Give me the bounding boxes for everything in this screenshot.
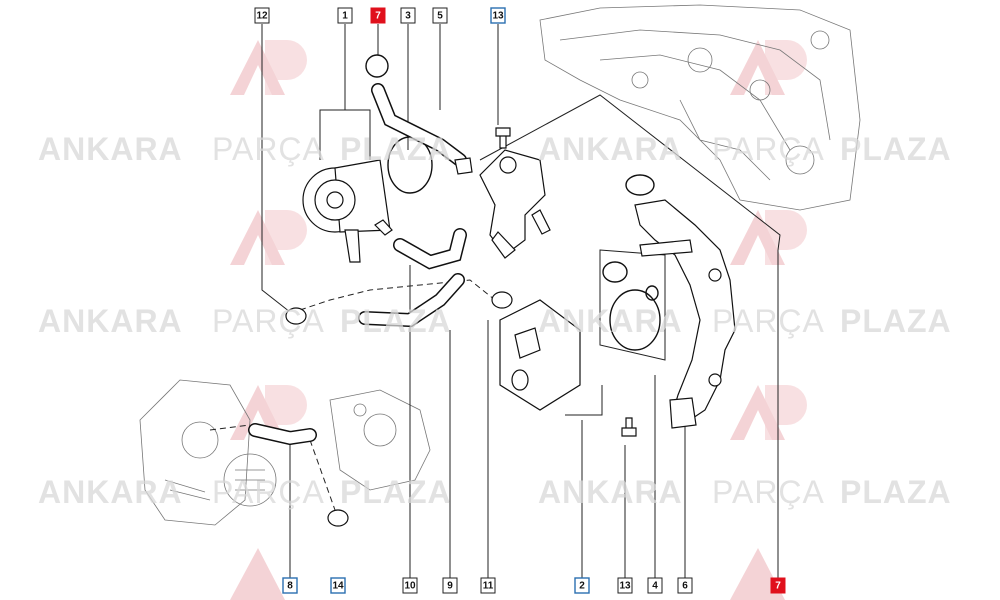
callout-label: 4 bbox=[652, 581, 658, 592]
callout-13: 13 bbox=[490, 7, 506, 24]
callouts-bottom: 8 14 10 9 11 2 13 4 6 7 bbox=[282, 577, 786, 594]
watermark-logo bbox=[230, 40, 307, 95]
watermark-logo bbox=[230, 548, 285, 600]
watermark-text: PLAZA bbox=[340, 303, 452, 339]
watermark-text: PARÇA bbox=[212, 131, 325, 167]
hose-clamp bbox=[491, 291, 513, 309]
oil-filter-bracket bbox=[634, 199, 736, 429]
coolant-housing bbox=[479, 149, 551, 259]
callout-label: 1 bbox=[342, 11, 348, 22]
watermark-logo bbox=[730, 210, 807, 265]
watermark-text: ANKARA bbox=[538, 131, 683, 167]
o-ring bbox=[625, 174, 655, 196]
watermark-text: ANKARA bbox=[538, 303, 683, 339]
callout-2: 2 bbox=[574, 577, 590, 594]
hose-clamp bbox=[327, 509, 349, 527]
callout-label: 10 bbox=[404, 581, 416, 592]
o-ring bbox=[609, 289, 661, 351]
hose-clamps bbox=[285, 291, 513, 527]
watermark-text-row: ANKARA PARÇA PLAZA ANKARA PARÇA PLAZA bbox=[38, 474, 952, 510]
callout-7: 7 bbox=[370, 7, 386, 24]
callouts-top: 12 1 7 3 5 13 bbox=[254, 7, 506, 24]
callout-3: 3 bbox=[400, 7, 416, 24]
watermark-logo bbox=[230, 210, 307, 265]
callout-13-bottom: 13 bbox=[617, 577, 633, 594]
engine-block-sketch bbox=[539, 4, 861, 211]
callout-12: 12 bbox=[254, 7, 270, 24]
watermark-text: PARÇA bbox=[212, 303, 325, 339]
callout-label: 11 bbox=[483, 581, 494, 592]
callout-11: 11 bbox=[480, 577, 496, 594]
o-rings bbox=[365, 54, 661, 351]
watermark-text: ANKARA bbox=[538, 474, 683, 510]
callout-label: 8 bbox=[287, 581, 293, 592]
watermark-text: PLAZA bbox=[840, 131, 952, 167]
callout-7-bottom: 7 bbox=[770, 577, 786, 594]
callout-label: 12 bbox=[256, 11, 268, 22]
watermark-text: ANKARA bbox=[38, 303, 183, 339]
o-ring bbox=[365, 54, 389, 78]
callout-9: 9 bbox=[442, 577, 458, 594]
watermark-text: PARÇA bbox=[212, 474, 325, 510]
o-ring bbox=[602, 261, 628, 283]
egr-module-sketch bbox=[139, 379, 431, 526]
watermark-text: PARÇA bbox=[712, 474, 825, 510]
watermark-text: PLAZA bbox=[840, 303, 952, 339]
callout-label: 7 bbox=[775, 581, 781, 592]
callout-label: 13 bbox=[492, 11, 504, 22]
watermark-text-row: ANKARA PARÇA PLAZA ANKARA PARÇA PLAZA bbox=[38, 303, 952, 339]
hose-highlights bbox=[249, 84, 466, 444]
callout-label: 6 bbox=[682, 581, 688, 592]
leader-lines bbox=[209, 24, 781, 580]
watermark-text: PLAZA bbox=[340, 131, 452, 167]
watermark-text: ANKARA bbox=[38, 474, 183, 510]
oil-cooler-upper bbox=[302, 159, 393, 263]
watermark-text: PARÇA bbox=[712, 303, 825, 339]
watermark-text: PARÇA bbox=[712, 131, 825, 167]
watermark-text: ANKARA bbox=[38, 131, 183, 167]
hose-clamp bbox=[285, 307, 307, 325]
bolts bbox=[454, 127, 637, 437]
watermark-text: PLAZA bbox=[840, 474, 952, 510]
callout-5: 5 bbox=[432, 7, 448, 24]
oil-cooler-lower bbox=[499, 299, 581, 411]
o-ring bbox=[645, 285, 659, 301]
bolt bbox=[495, 127, 511, 149]
watermark-logo bbox=[730, 40, 807, 95]
watermark-text: PLAZA bbox=[340, 474, 452, 510]
callout-6: 6 bbox=[677, 577, 693, 594]
watermark-text-row: ANKARA PARÇA PLAZA ANKARA PARÇA PLAZA bbox=[38, 131, 952, 167]
bolt bbox=[621, 417, 637, 437]
callout-4: 4 bbox=[647, 577, 663, 594]
callout-label: 9 bbox=[447, 581, 453, 592]
callout-label: 7 bbox=[375, 11, 381, 22]
bolt bbox=[454, 157, 473, 175]
callout-label: 14 bbox=[332, 581, 344, 592]
watermark-logo bbox=[730, 385, 807, 440]
callout-10: 10 bbox=[402, 577, 418, 594]
callout-label: 3 bbox=[405, 11, 411, 22]
callout-label: 2 bbox=[579, 581, 585, 592]
callout-8: 8 bbox=[282, 577, 298, 594]
callout-label: 5 bbox=[437, 11, 443, 22]
callout-1: 1 bbox=[337, 7, 353, 24]
callout-label: 13 bbox=[619, 581, 631, 592]
callout-14: 14 bbox=[330, 577, 346, 594]
